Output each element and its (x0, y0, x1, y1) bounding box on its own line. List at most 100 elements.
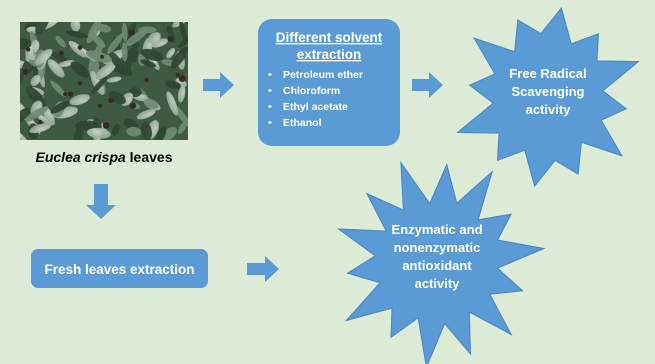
leaf-shape (25, 106, 49, 122)
leaf-shape (29, 123, 52, 134)
berry-shape (129, 102, 137, 109)
leaf-shape (91, 76, 108, 94)
solvent-title-line2: extraction (297, 47, 362, 62)
leaf-shape (30, 74, 41, 86)
leaf-shape (90, 71, 105, 95)
berry-shape (167, 36, 174, 42)
euclea-crispa-photo (20, 22, 188, 140)
leaf-shape (35, 22, 50, 35)
leaf-shape (58, 60, 75, 68)
leaf-shape (166, 47, 176, 59)
bullet-icon: • (268, 117, 272, 129)
leaf-shape (125, 29, 147, 47)
berry-shape (38, 119, 43, 125)
leaf-shape (47, 50, 70, 64)
burst-top-line: activity (526, 102, 572, 117)
leaf-shape (20, 107, 31, 122)
leaf-shape (69, 94, 90, 106)
leaf-shape (177, 38, 188, 48)
leaf-shape (65, 30, 89, 39)
photo-caption: Euclea crispa leaves (36, 149, 173, 165)
burst-top-line: Free Radical (509, 66, 586, 81)
leaf-shape (136, 109, 156, 120)
leaf-shape (155, 126, 167, 140)
leaf-shape (73, 124, 83, 140)
fresh-leaves-box: Fresh leaves extraction (31, 249, 208, 288)
burst-bottom-line: Enzymatic and (391, 222, 482, 237)
berry-shape (178, 75, 186, 82)
leaf-shape (141, 48, 163, 61)
leaf-shape (177, 85, 186, 103)
burst-bottom-line: nonenzymatic (394, 240, 481, 255)
leaf-shape (165, 80, 181, 89)
leaf-shape (140, 59, 157, 68)
leaf-shape (177, 120, 188, 135)
solvent-item: Petroleum ether (283, 69, 363, 81)
berry-shape (97, 103, 103, 109)
leaf-shape (87, 127, 111, 139)
leaf-shape (126, 126, 142, 137)
bullet-icon: • (268, 69, 272, 81)
leaf-shape (47, 59, 65, 78)
leaf-shape (50, 80, 66, 97)
leaf-shape (95, 62, 117, 80)
leaf-shape (166, 91, 178, 116)
leaf-shape (121, 42, 128, 62)
leaf-shape (85, 50, 113, 63)
leaf-shape (107, 33, 124, 54)
berry-shape (100, 54, 104, 59)
leaves-texture (20, 22, 188, 140)
arrow-down (86, 184, 116, 219)
free-radical-burst: Free Radical Scavenging activity (456, 6, 640, 188)
leaf-shape (74, 120, 99, 130)
bullet-icon: • (268, 101, 272, 113)
leaf-shape (111, 123, 120, 136)
berry-shape (59, 50, 64, 56)
burst-bottom-line: activity (415, 276, 461, 291)
leaf-shape (106, 76, 122, 83)
leaf-shape (70, 61, 90, 78)
solvent-item: Chloroform (283, 85, 340, 97)
leaf-shape (70, 22, 81, 32)
leaf-shape (34, 48, 53, 66)
leaf-shape (108, 51, 126, 73)
berry-shape (128, 29, 135, 36)
leaf-shape (141, 121, 152, 140)
leaf-shape (121, 23, 128, 42)
leaf-shape (86, 22, 102, 44)
leaf-shape (147, 32, 161, 44)
berry-shape (102, 122, 110, 129)
solvent-item: Ethyl acetate (283, 101, 348, 113)
fresh-leaves-label: Fresh leaves extraction (44, 262, 194, 277)
arrow-right-1 (203, 72, 234, 98)
berry-shape (77, 45, 83, 50)
leaf-shape (50, 100, 71, 114)
burst-bottom-line: antioxidant (402, 258, 472, 273)
caption-leaves: leaves (126, 149, 173, 165)
leaf-shape (179, 22, 188, 44)
berry-shape (77, 81, 83, 86)
berry-shape (175, 72, 180, 77)
leaf-shape (20, 70, 25, 89)
berry-shape (67, 91, 74, 97)
arrow-right-2 (412, 72, 443, 98)
berry-shape (26, 47, 31, 52)
leaf-shape (127, 47, 139, 63)
leaf-shape (151, 38, 168, 48)
arrow-right-3 (247, 256, 279, 282)
solvent-extraction-box: Different solvent extraction • Petroleum… (258, 19, 400, 146)
berry-shape (63, 92, 68, 97)
solvent-item: Ethanol (283, 117, 322, 129)
berry-shape (144, 78, 149, 83)
leaf-shape (55, 35, 66, 48)
caption-species: Euclea crispa (36, 149, 126, 165)
solvent-title-line1: Different solvent (276, 30, 383, 45)
leaf-shape (20, 38, 32, 50)
burst-top-line: Scavenging (512, 84, 585, 99)
leaf-shape (170, 46, 188, 69)
leaf-shape (68, 40, 88, 58)
leaf-shape (20, 129, 29, 140)
leaf-shape (143, 98, 159, 109)
antioxidant-burst: Enzymatic and nonenzymatic antioxidant a… (336, 160, 546, 364)
